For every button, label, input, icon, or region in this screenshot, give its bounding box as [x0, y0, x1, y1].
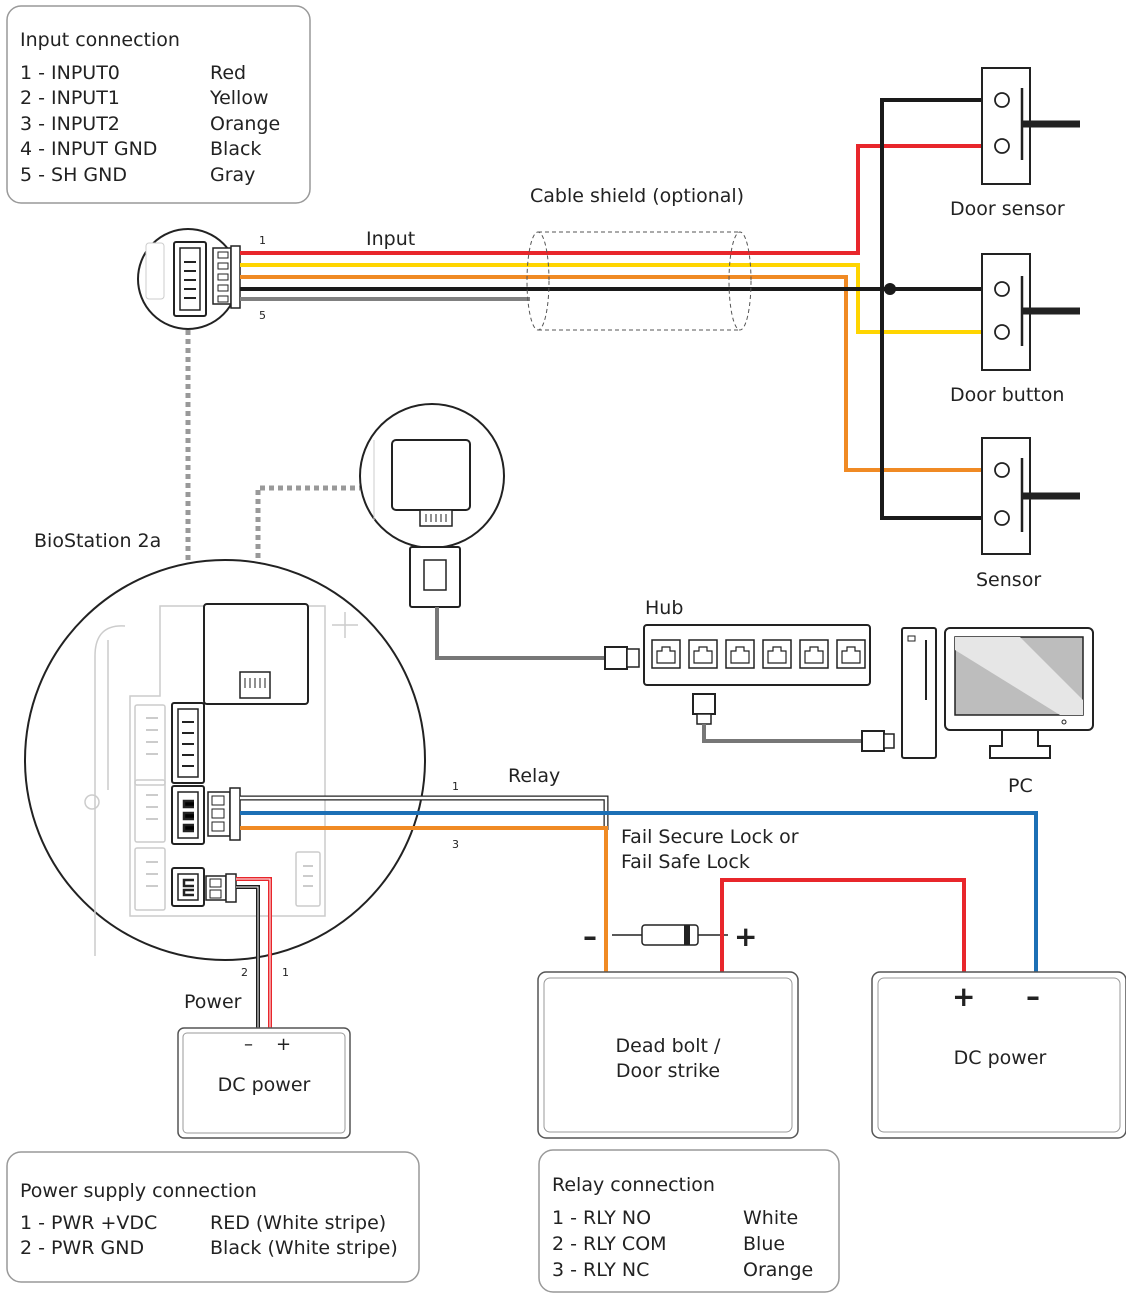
power-pin2-label: 2	[241, 966, 248, 979]
network-hub	[643, 624, 871, 686]
input-label: Input	[366, 228, 415, 250]
input-legend-pin: 5 - SH GND	[20, 164, 127, 186]
rj45-plug-pc	[861, 730, 895, 752]
lock-minus-sign: –	[583, 920, 597, 953]
input-connection-legend: Input connection 1 - INPUT0 Red 2 - INPU…	[6, 5, 311, 204]
relay-legend-color: White	[743, 1207, 798, 1229]
biostation-device	[24, 559, 426, 961]
power-pin1-label: 1	[282, 966, 289, 979]
rj45-plug-hub-out	[692, 693, 716, 725]
wire-lock-positive	[720, 878, 966, 972]
biostation-label: BioStation 2a	[34, 530, 161, 552]
wire-rly-nc-orange	[240, 826, 608, 972]
ethernet-port-zoom	[359, 403, 505, 549]
dead-bolt-label-line2: Door strike	[616, 1060, 720, 1082]
input-legend-color: Yellow	[209, 87, 269, 109]
input-wires	[240, 98, 982, 520]
hub-label: Hub	[645, 597, 683, 619]
dead-bolt-label-line1: Dead bolt /	[616, 1035, 722, 1057]
dead-bolt-device	[537, 971, 799, 1139]
relay-pin1-label: 1	[452, 780, 459, 793]
input-pin1-label: 1	[259, 234, 266, 247]
rj45-plug-top	[409, 546, 461, 608]
relay-label: Relay	[508, 765, 560, 787]
relay-legend-title: Relay connection	[552, 1174, 715, 1196]
power-legend-color: Black (White stripe)	[210, 1237, 398, 1259]
dc-power-right-device	[871, 971, 1126, 1139]
dc-power-left-label: DC power	[218, 1074, 311, 1096]
relay-wires	[240, 795, 1038, 972]
power-legend-title: Power supply connection	[20, 1180, 257, 1202]
diode-icon	[641, 924, 699, 946]
input-connector-zoom	[137, 228, 241, 330]
wire-input1-yellow	[240, 263, 982, 334]
dc-power-right-plus: +	[952, 980, 975, 1013]
input-legend-color: Gray	[210, 164, 255, 186]
pc-label: PC	[1008, 775, 1033, 797]
input-legend-pin: 3 - INPUT2	[20, 113, 120, 135]
lock-plus-sign: +	[734, 920, 757, 953]
input-legend-color: Red	[210, 62, 246, 84]
lock-wiring	[612, 878, 966, 972]
power-legend-pin: 2 - PWR GND	[20, 1237, 144, 1259]
door-sensor-label: Door sensor	[950, 198, 1065, 220]
ethernet-cable-to-pc	[702, 724, 862, 743]
power-wires	[236, 877, 272, 1028]
power-label: Power	[184, 991, 242, 1013]
relay-legend-pin: 1 - RLY NO	[552, 1207, 651, 1229]
dc-power-right-minus: –	[1026, 980, 1040, 1013]
ground-junction	[884, 283, 896, 295]
sensor-device	[981, 437, 1080, 555]
rj45-plug-hub-in	[604, 646, 640, 670]
relay-legend-pin: 2 - RLY COM	[552, 1233, 667, 1255]
wire-input0-red	[240, 144, 982, 255]
door-button-label: Door button	[950, 384, 1064, 406]
input-legend-title: Input connection	[20, 29, 180, 51]
dc-power-left-minus: –	[244, 1034, 253, 1055]
ethernet-cable-to-hub	[435, 607, 605, 660]
relay-legend-color: Orange	[743, 1259, 813, 1281]
input-legend-pin: 2 - INPUT1	[20, 87, 120, 109]
door-button-device	[981, 253, 1080, 371]
sensor-label: Sensor	[976, 569, 1041, 591]
relay-legend-pin: 3 - RLY NC	[552, 1259, 649, 1281]
cable-shield-label: Cable shield (optional)	[530, 185, 744, 207]
relay-legend-color: Blue	[743, 1233, 785, 1255]
input-legend-color: Orange	[210, 113, 280, 135]
cable-shield	[526, 231, 752, 331]
fail-lock-label-line2: Fail Safe Lock	[621, 851, 750, 873]
input-legend-color: Black	[210, 138, 261, 160]
wire-input2-orange	[240, 275, 982, 472]
pc-computer	[901, 627, 1094, 759]
input-pin5-label: 5	[259, 309, 266, 322]
input-legend-pin: 4 - INPUT GND	[20, 138, 157, 160]
relay-connection-legend: Relay connection 1 - RLY NO White 2 - RL…	[538, 1149, 840, 1293]
input-legend-pin: 1 - INPUT0	[20, 62, 120, 84]
dc-power-right-label: DC power	[954, 1047, 1047, 1069]
relay-pin3-label: 3	[452, 838, 459, 851]
dc-power-left-plus: +	[276, 1034, 291, 1055]
door-sensor-device	[981, 67, 1080, 185]
wire-gnd-bus	[880, 98, 982, 520]
power-legend-color: RED (White stripe)	[210, 1212, 386, 1234]
fail-lock-label-line1: Fail Secure Lock or	[621, 826, 799, 848]
wire-rly-com-blue	[240, 811, 1038, 972]
power-legend-pin: 1 - PWR +VDC	[20, 1212, 157, 1234]
dc-power-left-device	[177, 1027, 351, 1139]
power-connection-legend: Power supply connection 1 - PWR +VDC RED…	[6, 1151, 420, 1283]
